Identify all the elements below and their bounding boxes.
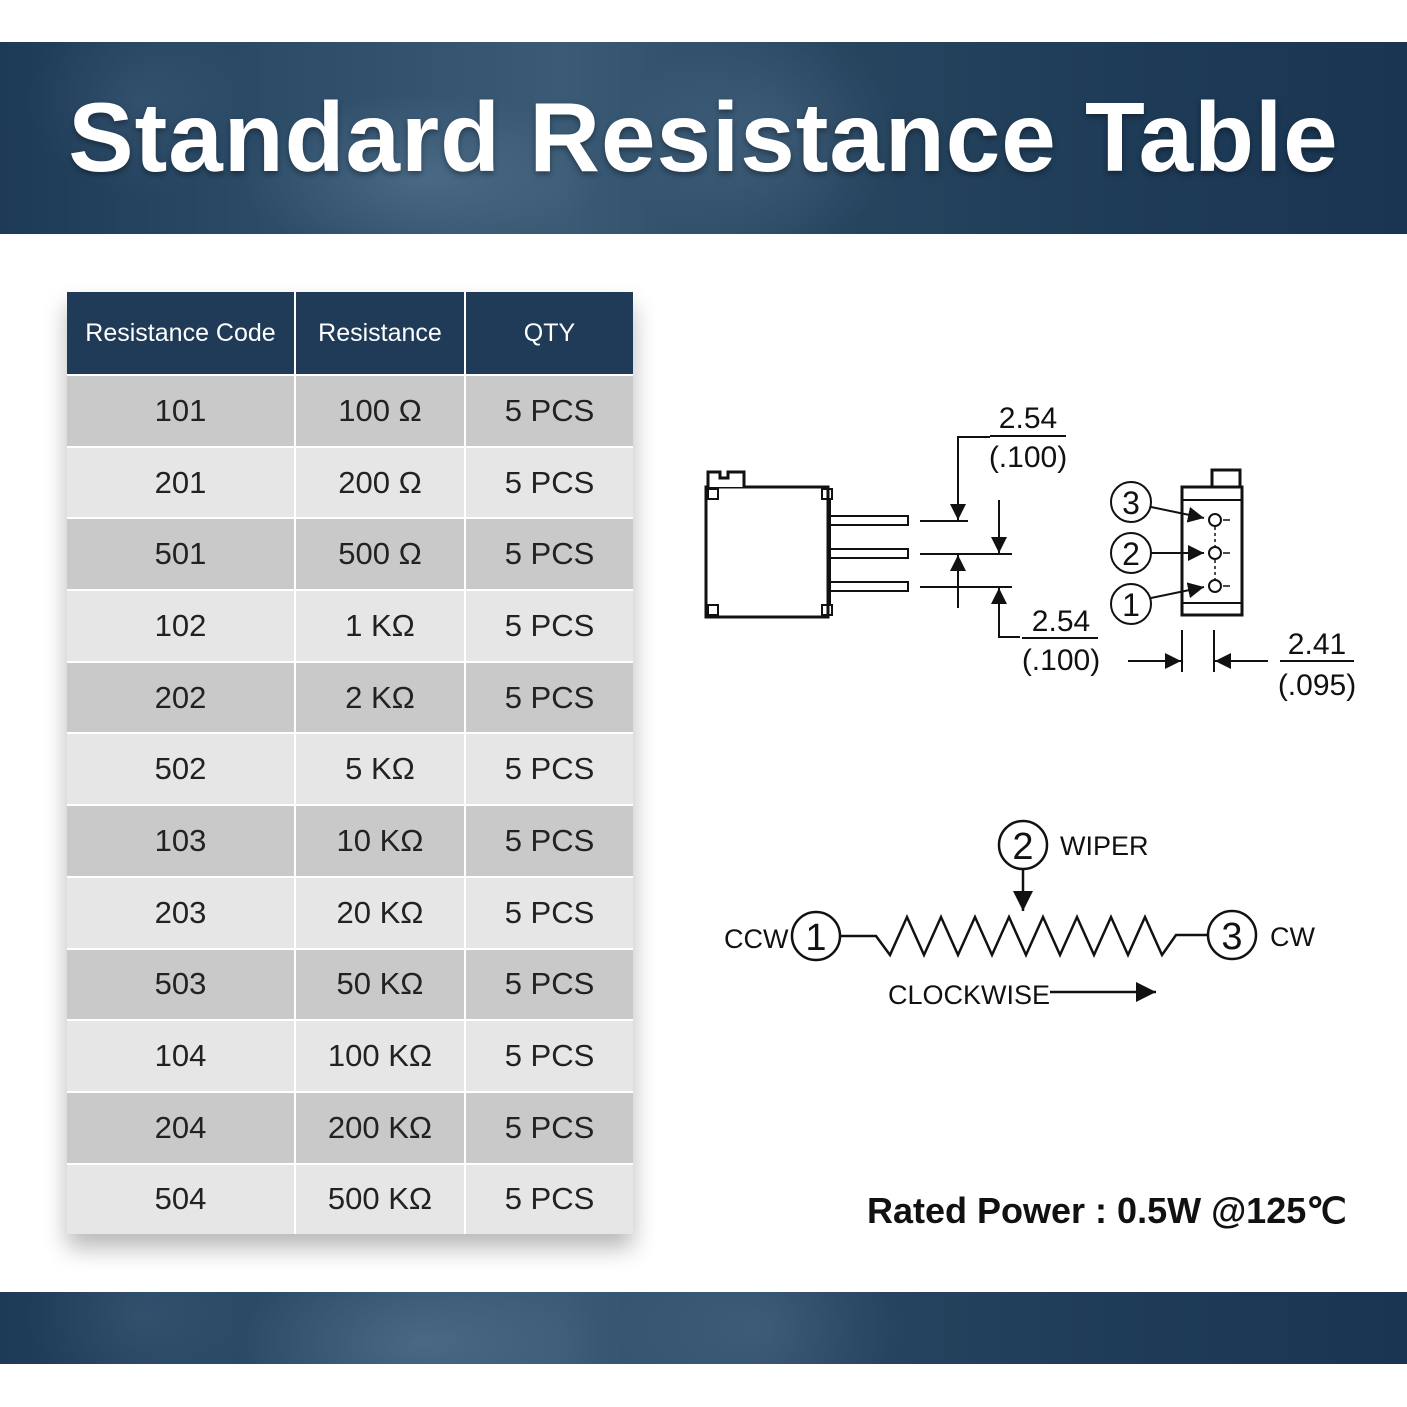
header-banner: [0, 42, 1407, 234]
table-row: 204 200 KΩ 5 PCS: [67, 1090, 633, 1164]
cell-code: 203: [67, 875, 296, 949]
cell-code: 102: [67, 589, 296, 662]
cell-qty: 5 PCS: [465, 732, 633, 806]
cell-resistance: 10 KΩ: [295, 804, 466, 877]
resistor-schematic: [790, 819, 1258, 1002]
cell-resistance: 200 Ω: [295, 445, 466, 519]
column-header-code: Resistance Code: [67, 292, 296, 375]
trimmer-side-view: [704, 470, 909, 619]
table-row: 501 500 Ω 5 PCS: [67, 517, 633, 591]
cell-qty: 5 PCS: [465, 804, 633, 877]
cell-qty: 5 PCS: [465, 947, 633, 1021]
cell-resistance: 1 KΩ: [295, 589, 466, 662]
trimmer-end-view: [1180, 468, 1244, 617]
cell-code: 503: [67, 947, 296, 1021]
cell-resistance: 200 KΩ: [295, 1090, 466, 1164]
cell-code: 504: [67, 1162, 296, 1235]
table-row: 502 5 KΩ 5 PCS: [67, 732, 633, 806]
cell-code: 202: [67, 660, 296, 734]
pin-label-2: 2: [1122, 536, 1140, 572]
cw-label: CW: [1270, 922, 1315, 952]
table-row: 202 2 KΩ 5 PCS: [67, 660, 633, 734]
page-title: Standard Resistance Table: [68, 82, 1339, 192]
table-row: 104 100 KΩ 5 PCS: [67, 1019, 633, 1092]
table-row: 103 10 KΩ 5 PCS: [67, 804, 633, 877]
table-row: 203 20 KΩ 5 PCS: [67, 875, 633, 949]
wiper-pin: 2: [1012, 826, 1033, 868]
cell-code: 502: [67, 732, 296, 806]
pitch-top-mm: 2.54: [999, 402, 1057, 435]
clockwise-label: CLOCKWISE: [888, 980, 1050, 1010]
cell-code: 103: [67, 804, 296, 877]
resistance-table: Resistance Code Resistance QTY 101 100 Ω…: [67, 292, 633, 1235]
cell-code: 501: [67, 517, 296, 591]
cell-resistance: 50 KΩ: [295, 947, 466, 1021]
cell-code: 201: [67, 445, 296, 519]
cell-qty: 5 PCS: [465, 374, 633, 447]
cell-resistance: 100 Ω: [295, 374, 466, 447]
ccw-label: CCW: [724, 924, 789, 954]
rated-power: Rated Power : 0.5W @125℃: [867, 1190, 1347, 1231]
table-row: 504 500 KΩ 5 PCS: [67, 1162, 633, 1235]
width-inch: (.095): [1278, 669, 1356, 702]
cell-qty: 5 PCS: [465, 517, 633, 591]
table-row: 102 1 KΩ 5 PCS: [67, 589, 633, 662]
cell-qty: 5 PCS: [465, 1019, 633, 1092]
table-row: 201 200 Ω 5 PCS: [67, 445, 633, 519]
pin-label-1: 1: [1122, 587, 1140, 623]
cell-qty: 5 PCS: [465, 1162, 633, 1235]
pitch-top-inch: (.100): [989, 441, 1067, 474]
width-dimension: [1128, 630, 1354, 672]
cell-resistance: 20 KΩ: [295, 875, 466, 949]
cell-qty: 5 PCS: [465, 660, 633, 734]
cell-resistance: 500 Ω: [295, 517, 466, 591]
cell-resistance: 5 KΩ: [295, 732, 466, 806]
cell-resistance: 500 KΩ: [295, 1162, 466, 1235]
column-header-resistance: Resistance: [295, 292, 466, 375]
width-mm: 2.41: [1288, 628, 1346, 661]
column-header-qty: QTY: [465, 292, 633, 375]
cell-qty: 5 PCS: [465, 875, 633, 949]
cell-code: 104: [67, 1019, 296, 1092]
ccw-pin: 1: [805, 917, 826, 959]
table-header-row: Resistance Code Resistance QTY: [67, 292, 633, 375]
pin-label-3: 3: [1122, 485, 1140, 521]
cell-code: 101: [67, 374, 296, 447]
cw-pin: 3: [1221, 916, 1242, 958]
pitch-bottom-mm: 2.54: [1032, 605, 1090, 638]
pitch-bottom-inch: (.100): [1022, 644, 1100, 677]
cell-qty: 5 PCS: [465, 445, 633, 519]
cell-resistance: 2 KΩ: [295, 660, 466, 734]
table-row: 503 50 KΩ 5 PCS: [67, 947, 633, 1021]
cell-qty: 5 PCS: [465, 1090, 633, 1164]
pitch-dimension: [920, 435, 1098, 639]
table-row: 101 100 Ω 5 PCS: [67, 374, 633, 447]
cell-resistance: 100 KΩ: [295, 1019, 466, 1092]
wiper-label: WIPER: [1060, 831, 1149, 861]
footer-banner: [0, 1292, 1407, 1364]
cell-qty: 5 PCS: [465, 589, 633, 662]
pin-callouts: [1110, 481, 1205, 625]
cell-code: 204: [67, 1090, 296, 1164]
